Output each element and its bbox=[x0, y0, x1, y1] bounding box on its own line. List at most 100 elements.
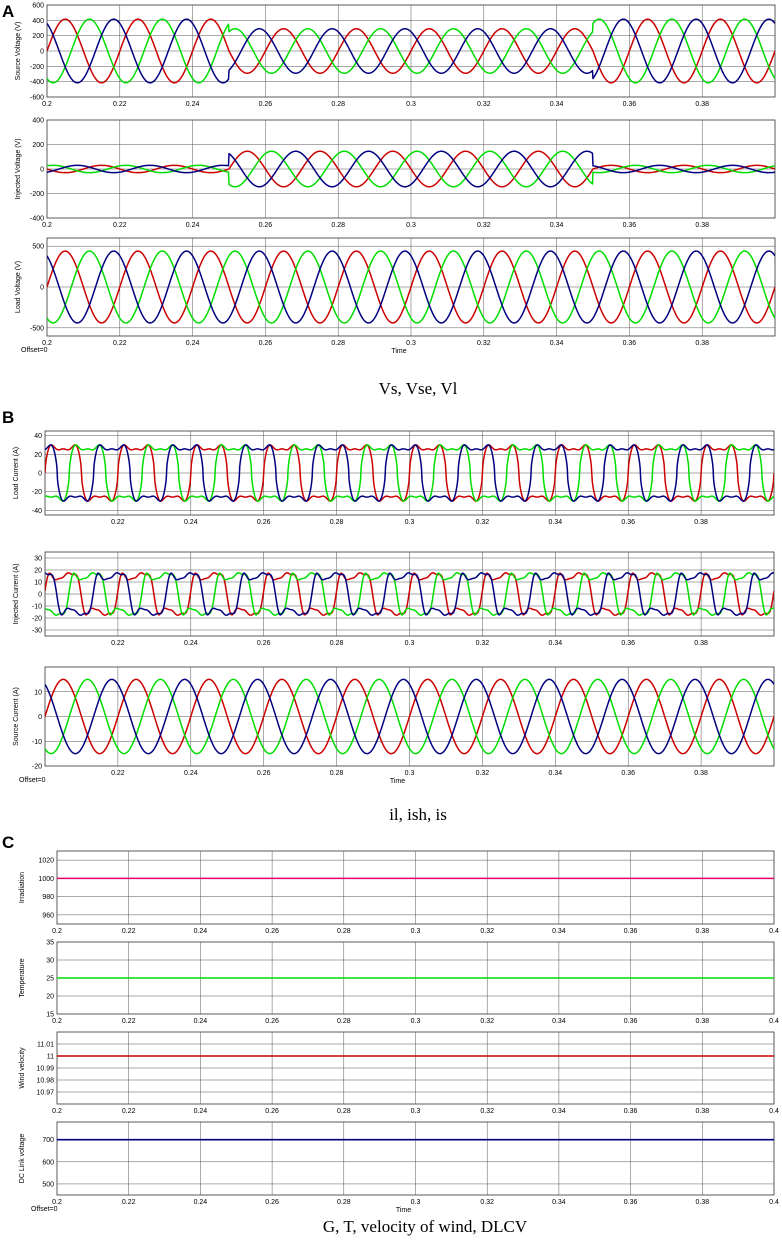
x-tick-label: 0.3 bbox=[411, 928, 421, 935]
x-tick-label: 0.34 bbox=[552, 1018, 566, 1025]
y-tick-label: -30 bbox=[32, 628, 42, 635]
series-line bbox=[47, 18, 775, 84]
x-tick-label: 0.32 bbox=[476, 519, 490, 526]
x-tick-label: 0.28 bbox=[330, 519, 344, 526]
y-tick-label: -40 bbox=[32, 508, 42, 515]
x-tick-label: 0.24 bbox=[184, 770, 198, 777]
x-tick-label: 0.4 bbox=[769, 1108, 779, 1115]
series-line bbox=[45, 678, 774, 755]
series-line bbox=[47, 150, 775, 188]
x-tick-label: 0.26 bbox=[265, 1199, 279, 1206]
y-tick-label: -20 bbox=[32, 616, 42, 623]
caption-b: il, ish, is bbox=[389, 805, 447, 824]
x-tick-label: 0.38 bbox=[695, 1108, 709, 1115]
x-axis-label: Time bbox=[396, 1207, 411, 1214]
x-tick-label: 0.28 bbox=[337, 1108, 351, 1115]
y-axis-label: Load Current (A) bbox=[13, 447, 20, 499]
x-tick-label: 0.2 bbox=[52, 1199, 62, 1206]
x-tick-label: 0.28 bbox=[330, 770, 344, 777]
x-tick-label: 0.28 bbox=[331, 222, 345, 229]
x-tick-label: 0.2 bbox=[42, 340, 52, 347]
x-tick-label: 0.38 bbox=[695, 1018, 709, 1025]
x-tick-label: 0.22 bbox=[122, 928, 136, 935]
x-tick-label: 0.3 bbox=[405, 640, 415, 647]
x-tick-label: 0.38 bbox=[694, 770, 708, 777]
series-line bbox=[47, 150, 775, 188]
x-tick-label: 0.36 bbox=[624, 928, 638, 935]
x-tick-label: 0.34 bbox=[548, 519, 562, 526]
y-tick-label: 10.97 bbox=[36, 1090, 54, 1097]
x-tick-label: 0.36 bbox=[621, 770, 635, 777]
x-tick-label: 0.22 bbox=[111, 770, 125, 777]
y-axis-label: Source Voltage (V) bbox=[15, 22, 22, 81]
y-tick-label: 200 bbox=[32, 142, 44, 149]
y-tick-label: 960 bbox=[42, 912, 54, 919]
y-tick-label: 1000 bbox=[38, 876, 54, 883]
y-tick-label: -500 bbox=[30, 325, 44, 332]
x-tick-label: 0.3 bbox=[405, 519, 415, 526]
x-tick-label: 0.36 bbox=[623, 101, 637, 108]
panel-letter-c: C bbox=[2, 833, 14, 852]
series-line bbox=[45, 572, 774, 616]
x-tick-label: 0.4 bbox=[769, 928, 779, 935]
x-tick-label: 0.2 bbox=[52, 1108, 62, 1115]
x-tick-label: 0.38 bbox=[695, 1199, 709, 1206]
x-tick-label: 0.36 bbox=[624, 1108, 638, 1115]
x-tick-label: 0.26 bbox=[265, 928, 279, 935]
y-tick-label: 10 bbox=[34, 689, 42, 696]
x-tick-label: 0.24 bbox=[184, 519, 198, 526]
y-tick-label: -20 bbox=[32, 489, 42, 496]
y-tick-label: 400 bbox=[32, 18, 44, 25]
x-tick-label: 0.2 bbox=[42, 101, 52, 108]
x-tick-label: 0.34 bbox=[552, 928, 566, 935]
x-tick-label: 0.38 bbox=[695, 928, 709, 935]
y-tick-label: 40 bbox=[34, 433, 42, 440]
x-tick-label: 0.36 bbox=[624, 1199, 638, 1206]
x-tick-label: 0.26 bbox=[265, 1018, 279, 1025]
y-tick-label: 600 bbox=[42, 1159, 54, 1166]
x-tick-label: 0.24 bbox=[186, 101, 200, 108]
x-tick-label: 0.26 bbox=[259, 222, 273, 229]
x-tick-label: 0.28 bbox=[337, 1199, 351, 1206]
y-tick-label: 20 bbox=[34, 452, 42, 459]
x-tick-label: 0.38 bbox=[695, 222, 709, 229]
y-tick-label: 200 bbox=[32, 33, 44, 40]
x-tick-label: 0.3 bbox=[406, 101, 416, 108]
x-tick-label: 0.32 bbox=[480, 1199, 494, 1206]
y-tick-label: 0 bbox=[40, 167, 44, 174]
x-tick-label: 0.24 bbox=[186, 340, 200, 347]
y-tick-label: 10.98 bbox=[36, 1078, 54, 1085]
panel-letter-b: B bbox=[2, 408, 14, 427]
series-line bbox=[47, 18, 775, 84]
y-tick-label: 11 bbox=[47, 1054, 54, 1061]
x-tick-label: 0.32 bbox=[476, 770, 490, 777]
x-tick-label: 0.32 bbox=[477, 101, 491, 108]
x-tick-label: 0.28 bbox=[330, 640, 344, 647]
x-tick-label: 0.34 bbox=[552, 1108, 566, 1115]
y-tick-label: -10 bbox=[32, 604, 42, 611]
y-axis-label: Wind velocity bbox=[19, 1047, 26, 1089]
series-line bbox=[45, 444, 774, 502]
x-tick-label: 0.34 bbox=[548, 770, 562, 777]
x-tick-label: 0.3 bbox=[406, 222, 416, 229]
x-tick-label: 0.38 bbox=[695, 340, 709, 347]
caption-c: G, T, velocity of wind, DLCV bbox=[323, 1217, 528, 1236]
series-line bbox=[45, 678, 774, 755]
x-tick-label: 0.32 bbox=[480, 1108, 494, 1115]
y-axis-label: Source Current (A) bbox=[13, 687, 20, 746]
y-tick-label: 500 bbox=[42, 1181, 54, 1188]
y-tick-label: 1020 bbox=[38, 858, 54, 865]
x-tick-label: 0.32 bbox=[480, 928, 494, 935]
x-tick-label: 0.36 bbox=[624, 1018, 638, 1025]
y-tick-label: 20 bbox=[46, 994, 54, 1001]
x-tick-label: 0.4 bbox=[769, 1199, 779, 1206]
x-tick-label: 0.3 bbox=[411, 1108, 421, 1115]
x-tick-label: 0.24 bbox=[194, 1108, 208, 1115]
x-tick-label: 0.24 bbox=[184, 640, 198, 647]
